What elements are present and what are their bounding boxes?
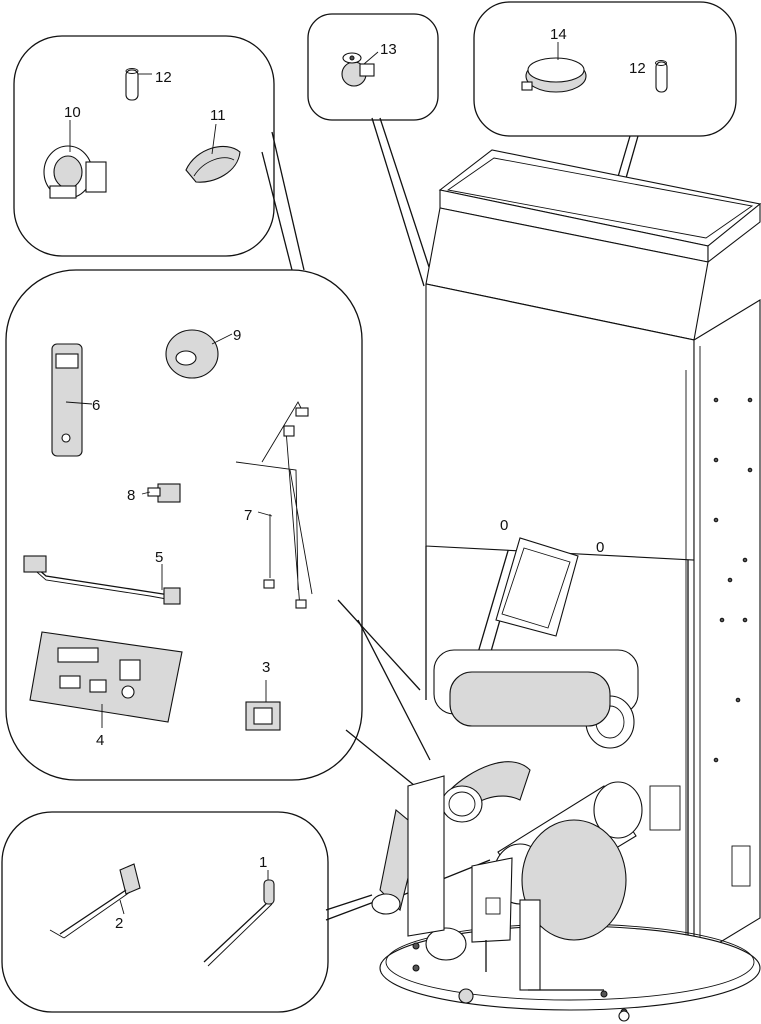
callout-13: 13 (380, 41, 397, 58)
part-6-display-panel (51, 343, 93, 457)
bubble-bottom-left (1, 811, 329, 1013)
callout-14: 14 (550, 26, 567, 43)
side-panel-rivets (713, 397, 753, 763)
callout-11: 11 (210, 107, 226, 124)
part-7-wire-harness (235, 401, 313, 609)
part-14-sensor-disc (521, 42, 587, 93)
callout-10: 10 (64, 104, 81, 121)
callout-1: 1 (259, 854, 267, 871)
cabinet-mark-1: 0 (500, 517, 508, 534)
blower-assembly (371, 537, 643, 1022)
part-13-limit-switch (341, 51, 379, 87)
part-9-cover-disc (165, 329, 233, 379)
callout-4: 4 (96, 732, 104, 749)
part-12-rivet-right (655, 60, 668, 93)
part-8-switch (141, 483, 181, 503)
cabinet-assembly: 0 0 (425, 149, 761, 970)
part-5-ribbon-cable (23, 555, 181, 605)
bubble-top-left (13, 35, 275, 257)
part-12-rivet-left (125, 68, 152, 101)
bubble-middle-left (5, 269, 363, 781)
callout-3: 3 (262, 659, 270, 676)
part-10-pressure-switch (43, 120, 107, 199)
callout-2: 2 (115, 915, 123, 932)
part-4-control-board (29, 631, 183, 728)
part-1-igniter (203, 870, 275, 967)
part-3-relay (245, 680, 281, 731)
callout-12-left: 12 (155, 69, 172, 86)
cabinet-mark-2: 0 (596, 539, 604, 556)
callout-6: 6 (92, 397, 100, 414)
part-2-bracket-probe (49, 863, 141, 939)
callout-12-right: 12 (629, 60, 646, 77)
base-plate (379, 923, 761, 1016)
callout-5: 5 (155, 549, 163, 566)
callout-7: 7 (244, 507, 252, 524)
flex-hose (371, 761, 531, 915)
bubble-top-right (473, 1, 737, 137)
callout-9: 9 (233, 327, 241, 344)
part-11-clamp (185, 123, 241, 183)
callout-8: 8 (127, 487, 135, 504)
